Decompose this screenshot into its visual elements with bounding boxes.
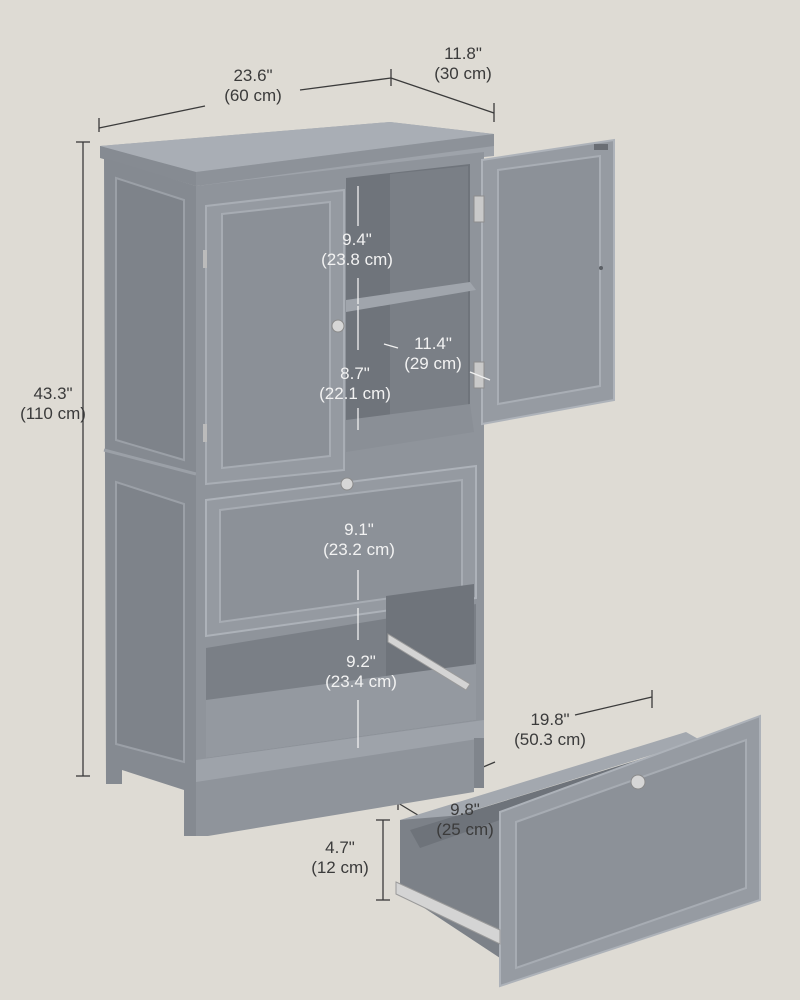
drawer-depth-inches: 9.8" xyxy=(450,800,480,819)
upper-compartment-inches: 9.4" xyxy=(342,230,372,249)
height-inches: 43.3" xyxy=(33,384,73,403)
shelf-depth-inches: 11.4" xyxy=(414,334,452,353)
lower-compartment-inches: 8.7" xyxy=(340,364,370,383)
open-shelf-label: 9.2" (23.4 cm) xyxy=(306,652,416,692)
width-cm: (60 cm) xyxy=(224,86,282,105)
height-cm: (110 cm) xyxy=(20,404,86,423)
drawer-height-label: 4.7" (12 cm) xyxy=(300,838,380,878)
drawer-depth-cm: (25 cm) xyxy=(436,820,494,839)
drawer-front-label: 9.1" (23.2 cm) xyxy=(304,520,414,560)
open-shelf-inches: 9.2" xyxy=(346,652,376,671)
width-label: 23.6" (60 cm) xyxy=(198,66,308,106)
lower-compartment-label: 8.7" (22.1 cm) xyxy=(300,364,410,404)
open-shelf-cm: (23.4 cm) xyxy=(325,672,397,691)
upper-compartment-label: 9.4" (23.8 cm) xyxy=(302,230,412,270)
drawer-front-inches: 9.1" xyxy=(344,520,374,539)
drawer-length-inches: 19.8" xyxy=(530,710,570,729)
shelf-depth-label: 11.4" (29 cm) xyxy=(388,334,478,374)
lower-compartment-cm: (22.1 cm) xyxy=(319,384,391,403)
height-label: 43.3" (110 cm) xyxy=(8,384,98,424)
drawer-height-inches: 4.7" xyxy=(325,838,355,857)
width-inches: 23.6" xyxy=(233,66,273,85)
drawer-length-cm: (50.3 cm) xyxy=(514,730,586,749)
interior-dimension-lines xyxy=(357,186,491,748)
depth-label: 11.8" (30 cm) xyxy=(408,44,518,84)
depth-cm: (30 cm) xyxy=(434,64,492,83)
upper-compartment-cm: (23.8 cm) xyxy=(321,250,393,269)
shelf-depth-cm: (29 cm) xyxy=(404,354,462,373)
drawer-depth-label: 9.8" (25 cm) xyxy=(420,800,510,840)
drawer-front-cm: (23.2 cm) xyxy=(323,540,395,559)
drawer-length-label: 19.8" (50.3 cm) xyxy=(500,710,600,750)
drawer-height-cm: (12 cm) xyxy=(311,858,369,877)
depth-inches: 11.8" xyxy=(444,44,482,63)
